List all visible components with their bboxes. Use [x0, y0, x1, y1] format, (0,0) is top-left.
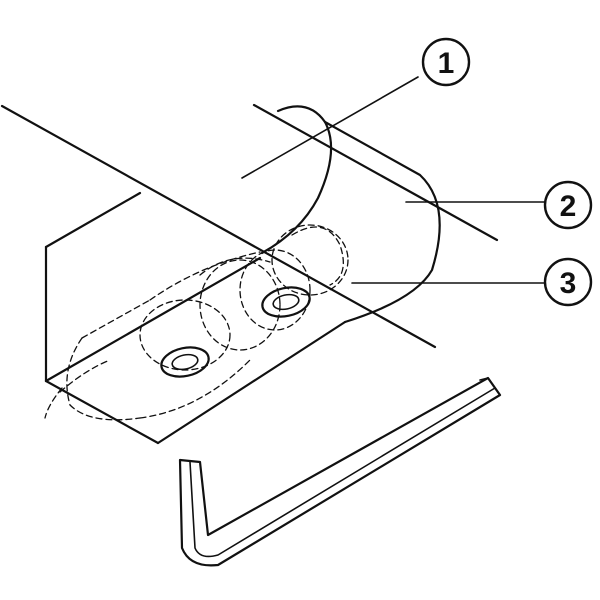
hidden-fitting-outline [44, 224, 349, 421]
callout-1: 1 [421, 37, 471, 87]
callout-1-label: 1 [438, 47, 455, 80]
callout-2: 2 [543, 180, 593, 230]
callout-2-label: 2 [560, 190, 577, 223]
screw-hole-front [160, 346, 210, 378]
hex-key-tool [178, 376, 502, 567]
callout-3-label: 3 [560, 267, 577, 300]
callout-3: 3 [543, 257, 593, 307]
leader-lines [241, 76, 546, 284]
cabinet-edge-line [0, 104, 437, 349]
cabinet-panel [44, 191, 347, 445]
screw-hole-back [261, 286, 311, 318]
hinge-cup [252, 103, 499, 324]
